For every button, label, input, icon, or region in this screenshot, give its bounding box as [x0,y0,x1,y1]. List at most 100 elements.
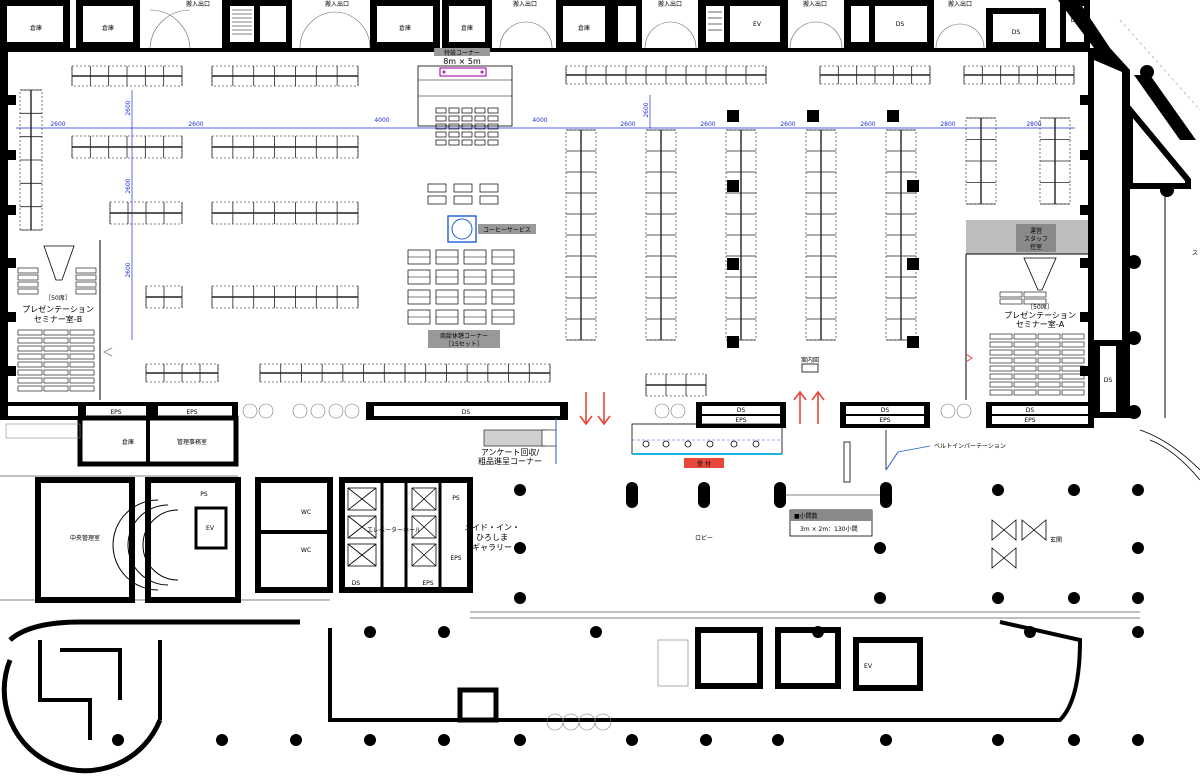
booth-island [885,129,917,341]
ps-label-1: PS [200,491,208,498]
entrance-label-4: 搬入出口 [658,0,682,8]
staff-room-label-3: 控室 [1030,243,1042,251]
booth-island [211,285,359,309]
seminar-room-b: ［50席］ プレゼンテーション セミナー室-B [17,240,101,400]
flow-arrows [579,390,825,426]
column-dots [112,484,1144,746]
dim-2600-1: 2600 [50,121,65,128]
entrance-label-2: 搬入出口 [325,0,349,8]
booth-count-title: ■小間数 [794,512,818,520]
dim-2800-2: 2800 [1026,121,1041,128]
eps-label-1: EPS [110,409,121,416]
booth-island [963,65,1075,85]
eps-label-lower-2: EPS [450,555,461,562]
side-arrows [102,347,973,363]
entrance-label-3: 搬入出口 [513,0,537,8]
seminar-a-label-1: ［50席］ [1027,303,1053,311]
special-corner-size: 8m × 5m [443,57,481,66]
dim-2600-4: 2600 [700,121,715,128]
booth-island [145,285,183,309]
eps-label-2: EPS [186,409,197,416]
booth-island [211,65,359,87]
eps-label-3: EPS [735,417,746,424]
gallery-label-1: メイド・イン・ [464,523,520,532]
coffee-label: コーヒーサービス [483,226,531,234]
ds-label-top-2: DS [1012,29,1021,36]
ds-label-lower: DS [352,580,361,587]
lower-building: 倉庫 管理事務室 中央管理室 EV PS WC WC エレベーターホール [0,415,1140,619]
ev-block-top: EV [698,0,788,48]
ds-block-top-1: DS [844,0,934,48]
seminar-b-label-1: ［50席］ [45,294,71,302]
hall-walls: EPS EPS DS DS EPS DS EPS DS EPS DS [0,48,1122,428]
seminar-a-label-3: セミナー室-A [1016,319,1065,329]
survey-label-1: アンケート回収/ [481,447,540,457]
ev-label-south: EV [864,663,873,670]
dim-2600-v3: 2600 [125,262,132,277]
seminar-a-label-2: プレゼンテーション [1004,310,1076,320]
entrance-label-1: 搬入出口 [186,0,210,8]
dim-2600-5: 2600 [780,121,795,128]
lobby-label: ロビー [695,534,713,542]
gallery-label-3: ギャラリー [472,543,512,552]
booth-island [71,135,183,159]
staff-room-label-2: スタッフ [1024,235,1048,243]
storage-room-3: 倉庫 [370,0,440,48]
dim-2600-3: 2600 [620,121,635,128]
booth-island [259,363,551,383]
dimension-lines: 2600 2600 4000 4000 2600 2600 2600 2600 … [16,90,1075,340]
belt-partition-label: ベルトインパーテーション [934,443,1006,450]
storage-room-1: 倉庫 [0,0,70,48]
storage-label-2: 倉庫 [102,24,114,32]
seminar-b-label-2: プレゼンテーション [22,304,94,314]
dim-2800-1: 2800 [940,121,955,128]
seminar-room-a: ［50席］ プレゼンテーション セミナー室-A [965,254,1085,400]
dim-2600-2: 2600 [188,121,203,128]
staff-room: 運営 スタッフ 控室 [966,220,1088,255]
booth-island [145,363,219,383]
survey-label-2: 粗品進呈コーナー [478,456,542,466]
ps-label-2: PS [452,495,460,502]
booth-island [109,201,183,225]
storage-label-4: 倉庫 [461,24,473,32]
main-entrance-label: 玄関 [1050,536,1062,544]
business-corner-label-2: ［15セット］ [445,341,483,348]
booth-island [211,201,359,225]
coffee-service: コーヒーサービス [427,183,536,243]
ev-label-top: EV [753,21,762,28]
eps-label-lower-1: EPS [422,580,433,587]
lower-south-building: EV [1,619,1083,774]
booth-island [1039,117,1071,205]
seminar-b-label-3: セミナー室-B [34,314,82,324]
entrance-label-6: 搬入出口 [948,0,972,8]
booth-island [565,129,597,341]
booth-grid [19,65,1075,397]
storage-label-1: 倉庫 [30,24,42,32]
ds-label-bottom-4: DS [1026,407,1035,414]
reception-label: 受 付 [697,460,711,468]
info-board-label: 案内図 [801,356,819,364]
wc-label-2: WC [301,547,311,554]
staff-room-label-1: 運営 [1030,227,1042,235]
dim-2600-v4: 2600 [643,102,650,117]
storage-lower-label: 倉庫 [122,438,134,446]
top-rooms: 倉庫 倉庫 倉庫 倉庫 [0,0,1090,49]
eps-label-4: EPS [879,417,890,424]
booth-island [565,65,767,85]
booth-island [19,89,43,231]
dim-2600-6: 2600 [860,121,875,128]
storage-label-3: 倉庫 [399,24,411,32]
booth-count-value: 3m × 2m：130小間 [800,525,858,533]
side-label: ス [1192,250,1198,257]
stair-block-2 [612,0,642,48]
central-admin-label: 中央管理室 [70,534,100,542]
hall-pillars [727,110,919,348]
special-corner: 特設コーナー 8m × 5m [417,48,513,127]
storage-label-5: 倉庫 [578,24,590,32]
elevator-hall-label: エレベーターホール [367,526,421,534]
ds-label-right: DS [1104,377,1113,384]
ds-label-bottom-2: DS [737,407,746,414]
ds-label-bottom-1: DS [462,409,471,416]
special-corner-seats [435,107,499,146]
